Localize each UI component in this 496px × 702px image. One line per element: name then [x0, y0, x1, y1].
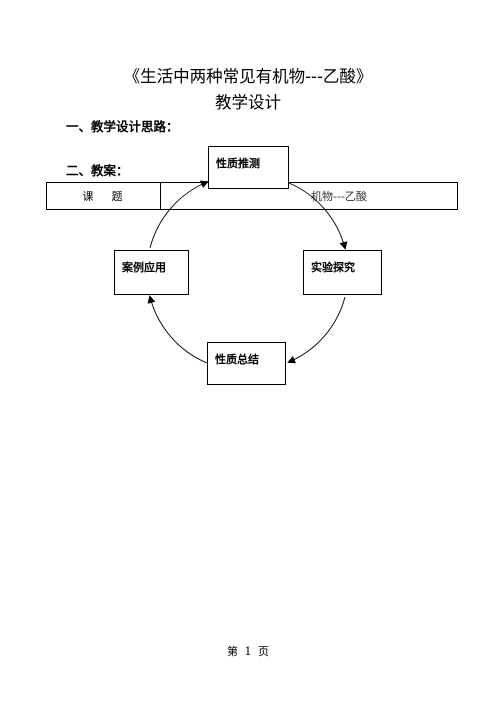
section-heading-design-idea: 一、教学设计思路： — [66, 119, 179, 134]
arrow-bottom-to-left — [147, 295, 208, 364]
arrow-left-to-top — [149, 180, 209, 249]
topic-label-cell: 课题 — [46, 182, 161, 210]
topic-label-part1: 课 — [82, 190, 96, 203]
section-heading-lesson-plan: 二、教案： — [66, 163, 129, 178]
document-title: 《生活中两种常见有机物---乙酸》 — [123, 67, 373, 86]
arrow-top-to-right — [288, 182, 348, 250]
page-number: 第 1 页 — [227, 645, 269, 658]
topic-label-part2: 题 — [111, 190, 125, 203]
cycle-box-property-prediction: 性质推测 — [208, 146, 289, 189]
cycle-box-experiment: 实验探究 — [303, 250, 382, 295]
arrow-right-to-bottom — [287, 296, 346, 364]
cycle-box-property-summary: 性质总结 — [207, 342, 286, 385]
cycle-box-case-application: 案例应用 — [114, 250, 189, 295]
document-subtitle: 教学设计 — [215, 93, 281, 112]
